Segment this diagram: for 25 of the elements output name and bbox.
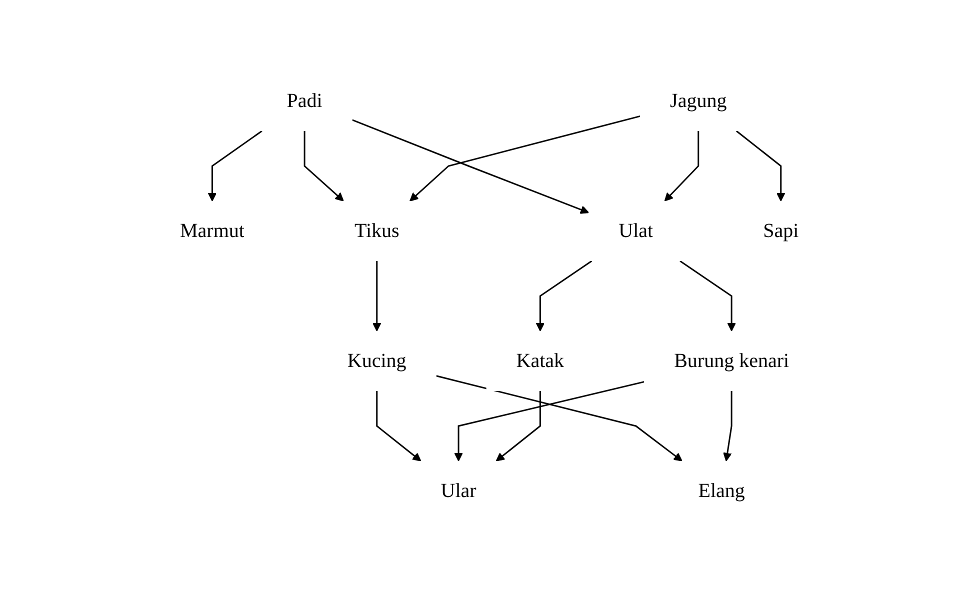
node-text: Jagung (670, 90, 727, 112)
arrow (723, 390, 732, 461)
node-text: Katak (516, 349, 564, 372)
arrow (372, 260, 382, 331)
arrow (304, 130, 344, 201)
node-text: Kucing (348, 349, 406, 372)
arrow (454, 380, 644, 461)
node-text: Marmut (180, 219, 245, 242)
arrow (376, 390, 422, 461)
arrow (664, 130, 700, 201)
node-text: Burung kenari (674, 349, 790, 372)
arrow (208, 130, 263, 201)
node-text: Ulat (618, 219, 654, 242)
arrow (736, 130, 786, 201)
node-text: Tikus (354, 219, 400, 242)
node-text: Sapi (763, 219, 799, 242)
node-text: Elang (698, 479, 746, 502)
node-text: Ular (440, 479, 476, 502)
arrow (496, 390, 542, 461)
arrow (352, 118, 590, 214)
arrow (680, 260, 736, 331)
arrow (436, 374, 683, 461)
arrow (410, 114, 640, 201)
node-text: Padi (286, 90, 322, 112)
arrow (536, 260, 592, 331)
